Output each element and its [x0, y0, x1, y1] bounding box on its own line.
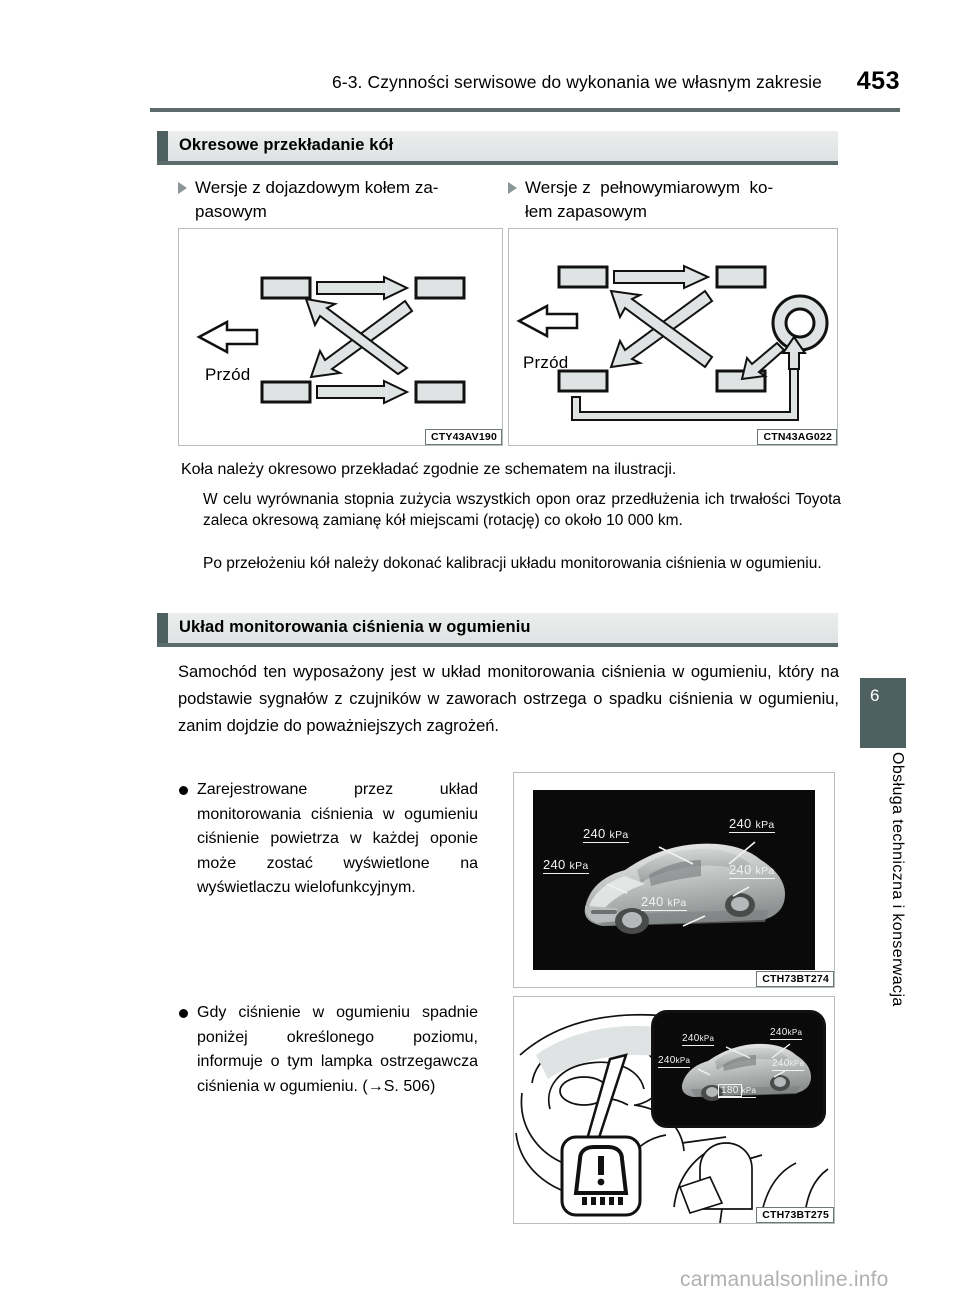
header-rule [150, 108, 900, 112]
tpms-bullet-1-text: Zarejestrowane przez układ monitorowania… [197, 781, 478, 896]
chapter-label: Obsługa techniczna i konserwacja [889, 752, 906, 1007]
rotation-paragraph-1: W celu wyrównania stopnia zużycia wszyst… [203, 491, 841, 529]
section-title: Układ monitorowania ciśnienia w ogumieni… [179, 618, 531, 636]
rotation-lead-text: Koła należy okresowo przekładać zgodnie … [181, 461, 677, 478]
pressure-reading-front-left-upper: 240 kPa [583, 826, 629, 843]
chapter-number: 6 [870, 686, 880, 705]
page-number: 453 [856, 67, 900, 95]
figure-code: CTY43AV190 [424, 429, 502, 445]
triangle-bullet-icon [508, 182, 517, 194]
tire-pressure-warning-icon [573, 1145, 629, 1205]
tpms-bullet-1: Zarejestrowane przez układ monitorowania… [178, 778, 478, 901]
section-heading-tpms: Układ monitorowania ciśnienia w ogumieni… [157, 613, 838, 647]
car-illustration [584, 841, 785, 934]
figure-code: CTH73BT274 [756, 971, 834, 987]
figure-code: CTH73BT275 [756, 1207, 834, 1223]
rotation-schematic-compact [196, 275, 466, 405]
subhead-label: Wersje z pełnowymiarowym ko-łem zapasowy… [525, 178, 774, 221]
pressure-reading-rear-right: 240 kPa [729, 862, 775, 879]
tpms-bullet-2-text: Gdy ciśnienie w ogumieniu spadnie poniże… [197, 1004, 478, 1095]
diagram-rotation-full-spare: Przód CTN43AG022 [508, 228, 838, 446]
pressure-reading-front-left: 240kPa [658, 1055, 691, 1068]
section-tab-marker [157, 131, 168, 161]
bullet-dot-icon [179, 786, 188, 795]
rotation-schematic-full [516, 264, 829, 421]
tpms-intro-text: Samochód ten wyposażony jest w układ mon… [178, 663, 839, 735]
bullet-dot-icon [179, 1009, 188, 1018]
section-heading-wheel-rotation: Okresowe przekładanie kół [157, 131, 838, 165]
figure-code: CTN43AG022 [757, 429, 837, 445]
multi-info-display-screen: 240 kPa 240 kPa 240 kPa 240 kPa 240 kPa [533, 790, 815, 970]
figure-tpms-display: 240 kPa 240 kPa 240 kPa 240 kPa 240 kPa … [513, 772, 835, 988]
subhead-label: Wersje z dojazdowym kołem za-pasowym [195, 178, 439, 221]
site-watermark: carmanualsonline.info [680, 1268, 889, 1291]
page-header: 6-3. Czynności serwisowe do wykonania we… [150, 67, 900, 104]
chapter-tab: 6 [860, 678, 906, 748]
diagram-rotation-compact-spare: Przód CTY43AV190 [178, 228, 503, 446]
section-underline [157, 161, 838, 165]
subhead-compact-spare: Wersje z dojazdowym kołem za-pasowym [178, 176, 498, 224]
section-bar-fill [168, 131, 838, 161]
pressure-reading-rear-right-upper: 240 kPa [729, 816, 775, 833]
front-direction-label: Przód [523, 353, 569, 372]
car-illustration-small [681, 1043, 811, 1101]
section-underline [157, 643, 838, 647]
triangle-bullet-icon [178, 182, 187, 194]
tpms-bullet-2: Gdy ciśnienie w ogumieniu spadnie poniże… [178, 1001, 478, 1099]
pressure-reading-front-left-upper: 240kPa [682, 1033, 715, 1046]
pressure-reading-front-left: 240 kPa [543, 857, 589, 874]
pressure-reading-rear-right: 240kPa [772, 1058, 805, 1071]
section-tab-marker [157, 613, 168, 643]
front-direction-label: Przód [205, 365, 251, 384]
pressure-reading-bottom-center: 240 kPa [641, 894, 687, 911]
section-bar-fill [168, 613, 838, 643]
subhead-full-size-spare: Wersje z pełnowymiarowym ko-łem zapasowy… [508, 176, 838, 224]
section-title: Okresowe przekładanie kół [179, 136, 394, 154]
pressure-reading-rear-right-upper: 240kPa [770, 1027, 803, 1040]
rotation-paragraph-2: Po przełożeniu kół należy dokonać kalibr… [203, 555, 822, 572]
breadcrumb: 6-3. Czynności serwisowe do wykonania we… [331, 72, 822, 92]
